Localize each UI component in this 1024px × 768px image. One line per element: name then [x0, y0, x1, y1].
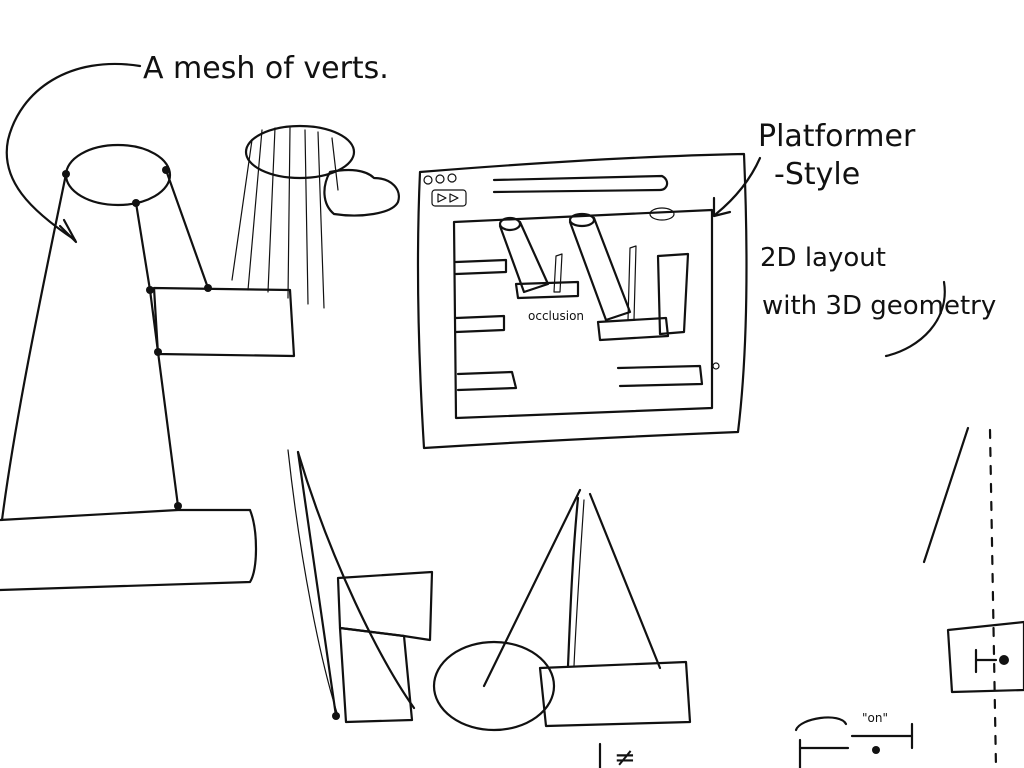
dome-stripe — [305, 130, 308, 304]
pillar-top — [650, 208, 674, 220]
dome-stripe — [318, 132, 324, 308]
dome-blob — [324, 170, 398, 216]
dome-stripe — [288, 128, 290, 298]
dome-sketch — [232, 126, 399, 308]
dashed-cone-base — [948, 622, 1024, 692]
mesh-note-label: A mesh of verts. — [143, 51, 389, 86]
layout-label-line2: with 3D geometry — [762, 291, 996, 321]
platformer-label-line1: Platformer — [758, 119, 916, 154]
window-dot-icon — [448, 174, 456, 182]
occlusion-label: occlusion — [528, 309, 584, 323]
play-icon — [450, 194, 458, 202]
cone-right-edge — [166, 170, 208, 288]
play-icon — [438, 194, 446, 202]
platformer-label-line2: -Style — [774, 157, 860, 192]
layout-label-line1: 2D layout — [760, 243, 886, 273]
mesh-note-arrow — [7, 64, 140, 240]
lower-block — [340, 628, 412, 722]
span-bracket — [796, 717, 846, 730]
title-bar-field — [494, 176, 667, 192]
vertex-dot — [62, 170, 70, 178]
vertex-dot — [204, 284, 212, 292]
window-dot-icon — [424, 176, 432, 184]
vertex-dot — [146, 286, 154, 294]
cone-ellipse-sketch — [434, 490, 690, 768]
vertex-dot — [999, 655, 1009, 665]
ground-block — [598, 318, 668, 340]
platform-ledge — [456, 260, 506, 274]
not-equal-label: ≠ — [614, 743, 636, 768]
marker-circle — [713, 363, 719, 369]
cone-hatch — [568, 498, 578, 666]
dashed-cone-left — [924, 428, 968, 562]
on-label: "on" — [862, 711, 888, 725]
vertex-dot — [132, 199, 140, 207]
platform-ledge — [458, 372, 516, 390]
mesh-rect — [154, 288, 294, 356]
mesh-base-slab — [0, 510, 256, 590]
upright-pillar — [658, 254, 688, 334]
dome-stripe — [268, 128, 275, 292]
cone-base-ellipse — [434, 642, 554, 730]
dome-stripe — [232, 140, 252, 280]
platformer-window-sketch — [418, 154, 747, 448]
window-dot-icon — [436, 175, 444, 183]
dashed-axis — [990, 430, 996, 768]
small-post — [554, 254, 562, 292]
cone-top-ellipse — [66, 145, 170, 205]
dome-stripe — [332, 138, 338, 190]
vertex-dot — [154, 348, 162, 356]
tilted-pillar — [570, 218, 630, 320]
cone-left-edge — [484, 490, 580, 686]
tall-cone-sketch — [288, 450, 432, 722]
cone-slab — [540, 662, 690, 726]
platform-ledge — [456, 316, 504, 332]
vertex-dot — [332, 712, 340, 720]
dashed-cone-sketch — [796, 428, 1024, 768]
play-controls-box — [432, 190, 466, 206]
cone-left-edge — [2, 174, 66, 520]
vertex-dot — [872, 746, 880, 754]
cone-right-edge — [590, 494, 660, 668]
platformer-arrow — [716, 158, 760, 214]
vertex-dot — [174, 502, 182, 510]
vertex-dot — [162, 166, 170, 174]
tilted-pillar — [500, 222, 548, 292]
platform-ledge — [618, 366, 702, 386]
window-frame — [418, 154, 747, 448]
tall-cone-left — [298, 452, 336, 716]
